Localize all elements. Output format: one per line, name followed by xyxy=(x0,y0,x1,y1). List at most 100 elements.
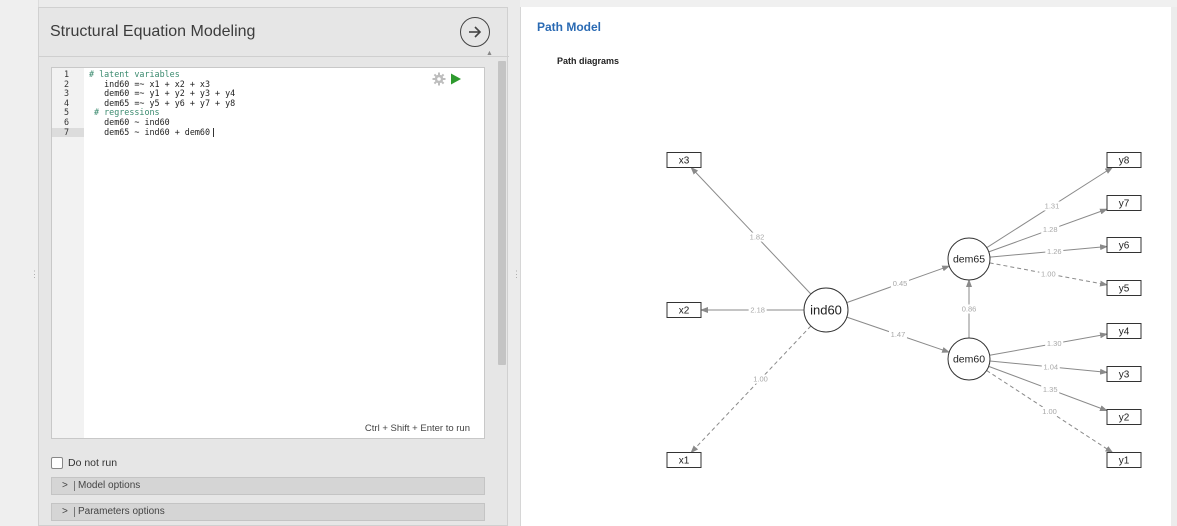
latent-node-label: ind60 xyxy=(810,303,842,318)
observed-node-label: x3 xyxy=(679,156,690,167)
code-text: dem60 =~ y1 + y2 + y3 + y4 xyxy=(89,88,236,99)
observed-node-y3 xyxy=(1106,366,1142,382)
edge-label-background xyxy=(1041,362,1060,372)
left-resize-handle[interactable]: ⋮ xyxy=(30,270,39,279)
observed-node-label: y5 xyxy=(1119,284,1130,295)
observed-node-y2 xyxy=(1106,409,1142,425)
latent-node-dem60 xyxy=(947,337,991,381)
edge-label-background xyxy=(748,305,767,315)
model-options-label: Model options xyxy=(78,480,141,491)
edge-label-background xyxy=(1045,339,1064,349)
code-line[interactable]: 6 dem60 ~ ind60 xyxy=(52,116,484,128)
code-line[interactable]: 3 dem60 =~ y1 + y2 + y3 + y4 xyxy=(52,89,484,99)
do-not-run-checkbox[interactable] xyxy=(51,457,63,469)
do-not-run-option[interactable]: Do not run xyxy=(51,457,117,469)
observed-node-y6 xyxy=(1106,237,1142,253)
line-number: 2 xyxy=(64,78,70,89)
line-number: 5 xyxy=(64,107,70,118)
edge-label-background xyxy=(1039,269,1058,279)
line-number: 3 xyxy=(64,88,70,99)
edge-label-background xyxy=(1041,225,1060,235)
edge-label: 1.31 xyxy=(1045,201,1060,210)
observed-node-label: y6 xyxy=(1119,241,1130,252)
parameters-options-label: Parameters options xyxy=(78,506,165,517)
edge-label-background xyxy=(751,374,770,384)
edge-label: 1.47 xyxy=(891,330,906,339)
results-top-strip xyxy=(520,0,1177,7)
observed-node-label: y8 xyxy=(1119,156,1130,167)
code-text: # latent variables xyxy=(89,69,180,79)
code-line[interactable]: 1 # latent variables xyxy=(52,69,484,80)
edge-label: 1.82 xyxy=(750,233,765,242)
path-edge-ind60-x1 xyxy=(690,325,812,454)
parameters-options-section[interactable]: > Parameters options xyxy=(51,503,485,521)
code-line[interactable]: 4 dem65 =~ y5 + y6 + y7 + y8 xyxy=(52,97,484,109)
observed-node-y4 xyxy=(1106,323,1142,339)
line-number: 4 xyxy=(64,97,70,108)
code-line[interactable]: 5 # regressions xyxy=(52,108,484,118)
path-diagram: 1.822.181.000.451.470.861.311.281.261.00… xyxy=(666,152,1142,468)
line-number: 6 xyxy=(64,116,70,127)
panel-scrollbar[interactable] xyxy=(498,61,506,365)
latent-node-ind60 xyxy=(803,287,849,333)
edge-label: 1.00 xyxy=(1041,269,1056,278)
line-number: 1 xyxy=(64,69,70,79)
latent-node-dem65 xyxy=(947,237,991,281)
path-edge-ind60-x3 xyxy=(690,166,812,295)
observed-node-label: x2 xyxy=(679,306,690,317)
observed-node-x3 xyxy=(666,152,702,168)
code-text: dem65 ~ ind60 + dem60 xyxy=(89,127,215,138)
edge-label-background xyxy=(747,232,766,242)
model-options-section[interactable]: > Model options xyxy=(51,477,485,495)
edge-label: 1.26 xyxy=(1047,247,1062,256)
code-line[interactable]: 2 ind60 =~ x1 + x2 + x3 xyxy=(52,78,484,90)
do-not-run-label: Do not run xyxy=(68,457,118,469)
gear-icon[interactable] xyxy=(432,72,446,91)
edge-label-background xyxy=(1040,406,1059,416)
edge-label-background xyxy=(888,330,907,340)
line-number: 7 xyxy=(52,127,84,138)
arrow-right-icon[interactable] xyxy=(460,17,490,47)
text-cursor xyxy=(213,127,215,137)
code-text: dem60 ~ ind60 xyxy=(89,116,170,127)
scroll-up-arrow-icon[interactable]: ▲ xyxy=(486,50,493,57)
results-title: Path Model xyxy=(537,20,602,34)
edge-label: 0.86 xyxy=(962,305,977,314)
edge-label: 1.35 xyxy=(1043,385,1058,394)
edge-label-background xyxy=(960,304,978,314)
observed-node-y7 xyxy=(1106,195,1142,211)
observed-node-x2 xyxy=(666,302,702,318)
latent-node-label: dem65 xyxy=(953,254,985,266)
divider xyxy=(74,481,75,491)
chevron-right-icon: > xyxy=(62,506,68,517)
results-subtitle: Path diagrams xyxy=(557,56,620,66)
observed-node-y5 xyxy=(1106,280,1142,296)
play-icon[interactable] xyxy=(450,72,462,90)
observed-node-x1 xyxy=(666,452,702,468)
edge-label-background xyxy=(1041,384,1060,394)
code-text: dem65 =~ y5 + y6 + y7 + y8 xyxy=(89,97,236,108)
panel-resize-handle[interactable]: ⋮ xyxy=(512,269,521,279)
edge-label: 2.18 xyxy=(750,306,765,315)
observed-node-label: x1 xyxy=(679,456,690,467)
right-edge xyxy=(1171,7,1177,526)
divider xyxy=(74,507,75,517)
edge-label-background xyxy=(1045,246,1064,256)
edge-label: 1.00 xyxy=(1042,407,1057,416)
code-line[interactable]: 7 dem65 ~ ind60 + dem60 xyxy=(52,127,484,138)
observed-node-label: y4 xyxy=(1119,327,1130,338)
edge-label: 1.04 xyxy=(1043,362,1058,371)
edge-label: 1.28 xyxy=(1043,225,1058,234)
edge-label-background xyxy=(891,279,910,289)
chevron-right-icon: > xyxy=(62,480,68,491)
latent-node-label: dem60 xyxy=(953,354,985,366)
edge-label: 1.00 xyxy=(753,375,768,384)
analysis-panel: Structural Equation Modeling 1 # latent v… xyxy=(38,7,509,526)
code-text: ind60 =~ x1 + x2 + x3 xyxy=(89,78,211,89)
observed-node-label: y1 xyxy=(1119,456,1130,467)
panel-title: Structural Equation Modeling xyxy=(50,23,256,40)
panel-header: Structural Equation Modeling xyxy=(39,8,509,57)
